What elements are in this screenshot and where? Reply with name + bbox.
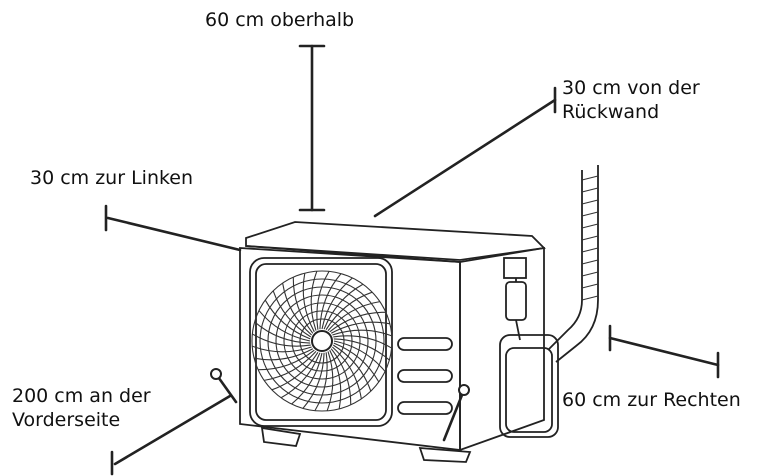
fan-grille-spoke <box>333 338 390 361</box>
front-clearance-marker <box>110 394 232 476</box>
fan-grille-spoke <box>280 352 321 399</box>
label-back-clearance-line1: 30 cm von der <box>562 77 700 99</box>
fan-grille-spoke <box>330 348 352 405</box>
fan-grille-spoke <box>282 283 312 336</box>
fan-grille-spoke <box>329 311 386 333</box>
fan-grille-spoke <box>321 277 353 330</box>
fan-grille-spoke <box>258 310 311 342</box>
fan-grille-spoke <box>314 352 328 411</box>
fan-grille-spoke <box>333 342 380 383</box>
fan-grille-spoke <box>323 283 364 330</box>
fan-grille-spoke <box>332 344 372 392</box>
fan-grille-spoke <box>333 340 386 372</box>
refrigerant-pipe <box>547 165 599 363</box>
fan-grille-spoke <box>327 301 380 331</box>
fan-grille-spoke <box>326 351 334 412</box>
label-top-clearance: 60 cm oberhalb <box>205 9 355 31</box>
fan-grille-spoke <box>291 352 323 405</box>
fan-grille-spoke <box>316 271 330 330</box>
valve-cover <box>499 257 559 438</box>
left-clearance-marker <box>104 204 242 252</box>
fan-grille-spoke <box>333 335 392 349</box>
right-clearance-marker <box>608 324 720 379</box>
label-back-clearance-line2: Rückwand <box>562 101 660 123</box>
back-clearance-marker <box>373 86 557 218</box>
fan-grille-spoke <box>264 351 317 381</box>
fan-grille-spoke <box>258 349 315 371</box>
fan-grille-spoke <box>330 321 390 334</box>
fan-grille-spoke <box>254 321 311 344</box>
fan-grille-spoke <box>302 273 315 333</box>
label-front-clearance-line2: Vorderseite <box>12 409 121 431</box>
fan-grille-spoke <box>252 333 311 347</box>
fan-grille-spoke <box>302 352 325 409</box>
fan-grille-spoke <box>272 290 312 338</box>
fan-grille-spoke <box>251 345 312 353</box>
fan-grille-spoke <box>319 273 342 330</box>
fan-grille-spoke <box>310 270 318 331</box>
fan-grille-spoke <box>332 346 362 399</box>
fan-grille-spoke <box>254 348 314 361</box>
fan-grille-spoke <box>264 299 311 340</box>
label-right-clearance: 60 cm zur Rechten <box>562 389 741 411</box>
fan-grille-spoke <box>325 291 373 331</box>
fan-grille-spoke <box>332 329 393 337</box>
outdoor-unit <box>210 221 546 463</box>
label-front-clearance-line1: 200 cm an der <box>12 385 151 407</box>
top-clearance-marker <box>298 44 326 212</box>
fan-grille-spoke <box>292 277 314 334</box>
fan-grille-spoke <box>271 351 319 391</box>
fan-grille-spoke <box>329 349 342 409</box>
label-left-clearance: 30 cm zur Linken <box>30 167 194 189</box>
